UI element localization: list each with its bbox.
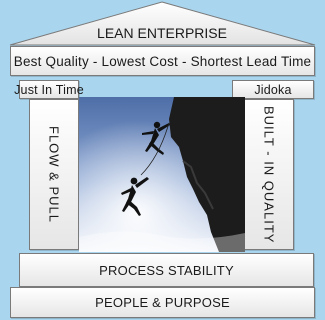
goal-banner: Best Quality - Lowest Cost - Shortest Le… — [10, 46, 315, 76]
left-pillar: FLOW & PULL — [29, 99, 79, 250]
right-pillar: BUILT - IN QUALITY — [244, 99, 294, 250]
roof: LEAN ENTERPRISE — [9, 1, 316, 46]
goal-banner-text: Best Quality - Lowest Cost - Shortest Le… — [13, 53, 312, 69]
climbers-photo — [79, 97, 245, 252]
process-stability-label: PROCESS STABILITY — [99, 262, 234, 278]
process-stability-block: PROCESS STABILITY — [19, 253, 314, 287]
right-pillar-label: BUILT - IN QUALITY — [261, 105, 277, 244]
climbers-on-cliff-icon — [79, 97, 245, 252]
right-pillar-header-label: Jidoka — [254, 82, 292, 97]
left-pillar-header: Just In Time — [14, 80, 84, 99]
people-purpose-label: PEOPLE & PURPOSE — [95, 295, 230, 310]
right-pillar-header: Jidoka — [232, 80, 314, 99]
left-pillar-header-label: Just In Time — [14, 82, 84, 97]
roof-title: LEAN ENTERPRISE — [97, 25, 227, 41]
left-pillar-label: FLOW & PULL — [46, 126, 62, 223]
people-purpose-block: PEOPLE & PURPOSE — [10, 287, 315, 318]
